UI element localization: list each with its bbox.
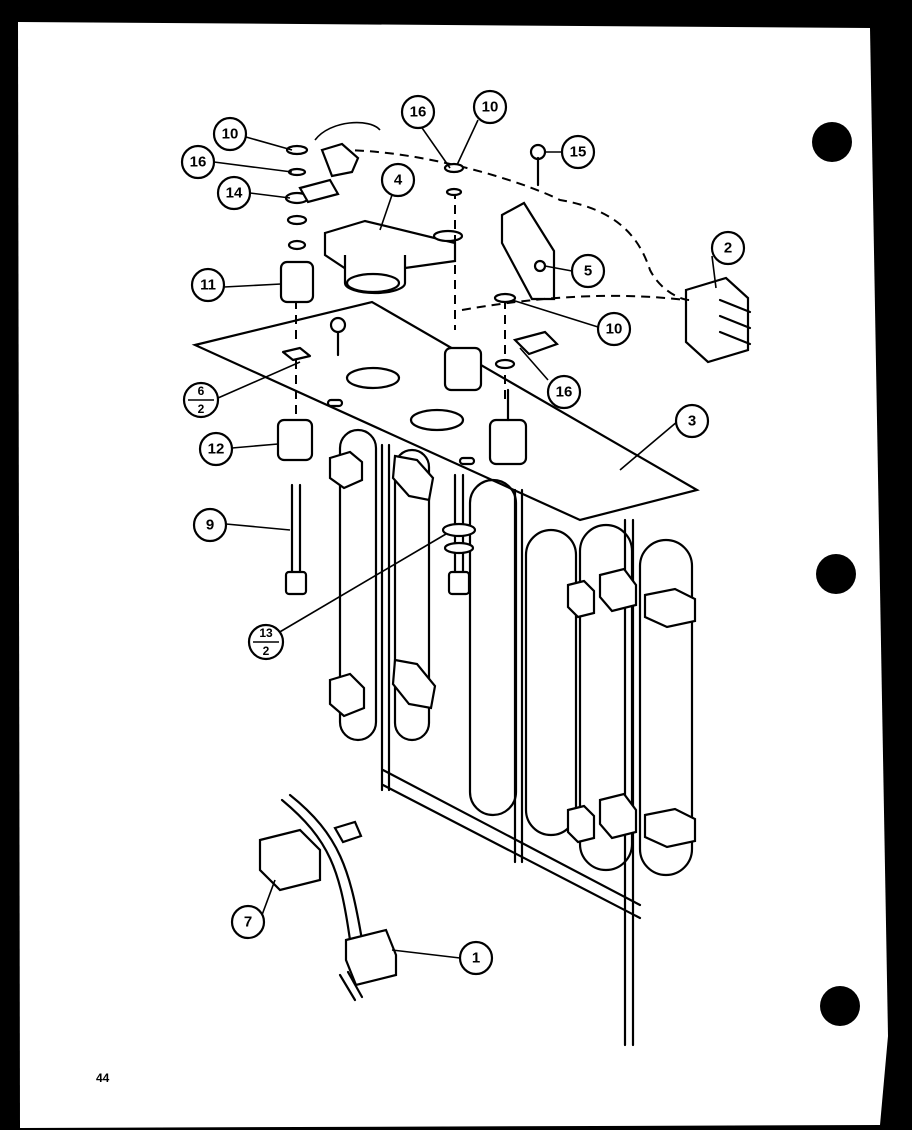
svg-text:2: 2 <box>724 240 732 257</box>
callout-15: 15 <box>560 134 596 170</box>
callout-1: 1 <box>458 940 494 976</box>
hardware-stack-center <box>443 162 528 466</box>
cord-clamp <box>258 820 363 892</box>
wiring-dashed <box>295 149 691 420</box>
callout-14: 14 <box>216 175 252 211</box>
callout-10-right: 10 <box>596 311 632 347</box>
callout-10-top-left: 10 <box>212 116 248 152</box>
svg-text:16: 16 <box>410 104 427 121</box>
svg-text:11: 11 <box>200 277 216 294</box>
callout-6-over-2: 6 2 <box>182 381 220 419</box>
svg-text:2: 2 <box>198 402 205 416</box>
hardware-stack-left <box>279 144 315 304</box>
mounting-plate <box>191 300 700 522</box>
svg-text:10: 10 <box>222 126 239 143</box>
svg-text:1: 1 <box>472 950 480 967</box>
hardware-stack-lower <box>276 316 477 596</box>
page-number: 44 <box>96 1071 110 1085</box>
callout-2: 2 <box>710 230 746 266</box>
svg-text:16: 16 <box>556 384 573 401</box>
callout-4: 4 <box>380 162 416 198</box>
callout-9: 9 <box>192 507 228 543</box>
callout-7: 7 <box>230 904 266 940</box>
svg-text:5: 5 <box>584 263 592 280</box>
callout-12: 12 <box>198 431 234 467</box>
callout-10-top-center: 10 <box>472 89 508 125</box>
binder-hole-middle <box>816 554 856 594</box>
svg-text:7: 7 <box>244 914 252 931</box>
heater-element-coils <box>338 428 694 877</box>
callout-5: 5 <box>570 253 606 289</box>
svg-text:16: 16 <box>190 154 207 171</box>
svg-text:10: 10 <box>482 99 499 116</box>
callout-16-top-center: 16 <box>400 94 436 130</box>
power-cord <box>280 793 398 1002</box>
svg-text:10: 10 <box>606 321 623 338</box>
svg-text:3: 3 <box>688 413 696 430</box>
svg-text:4: 4 <box>394 172 403 189</box>
svg-text:2: 2 <box>263 644 270 658</box>
callout-3: 3 <box>674 403 710 439</box>
svg-text:9: 9 <box>206 517 214 534</box>
binder-hole-top <box>812 122 852 162</box>
callout-16-top-left: 16 <box>180 144 216 180</box>
svg-text:13: 13 <box>259 626 273 640</box>
callout-13-over-2: 13 2 <box>247 623 285 661</box>
svg-text:6: 6 <box>198 384 205 398</box>
svg-text:12: 12 <box>208 441 225 458</box>
binder-hole-bottom <box>820 986 860 1026</box>
thermostat <box>323 219 464 295</box>
callout-11: 11 <box>190 267 226 303</box>
insulator-clips <box>328 450 697 849</box>
connector-block <box>684 276 752 364</box>
callout-16-right: 16 <box>546 374 582 410</box>
svg-text:15: 15 <box>570 144 587 161</box>
svg-text:14: 14 <box>226 185 243 202</box>
leader-lines <box>213 119 717 959</box>
screw-and-terminals <box>298 121 560 356</box>
